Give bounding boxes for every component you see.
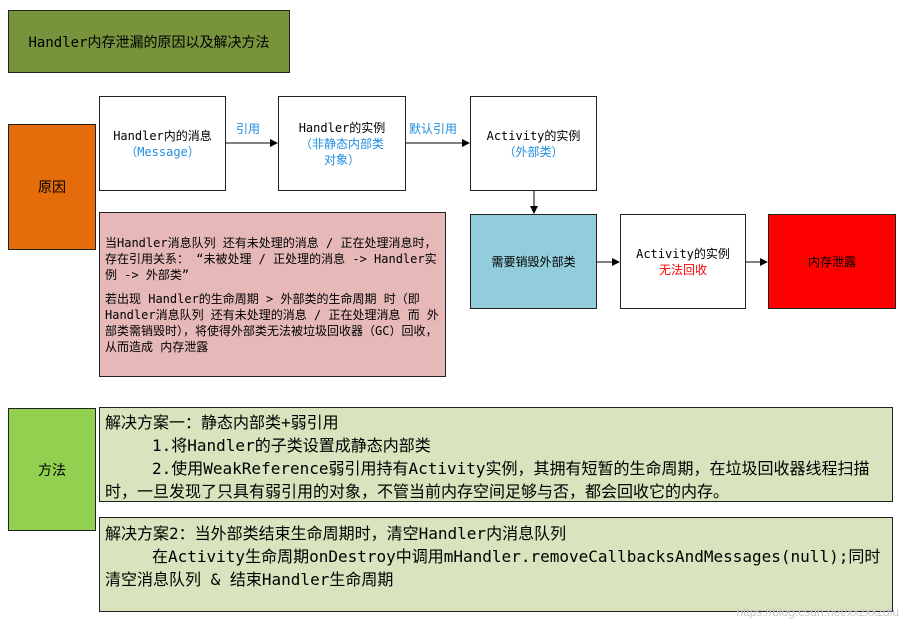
node-destroy: 需要销毁外部类 <box>470 214 597 309</box>
node-activity-line2: （外部类） <box>503 144 564 159</box>
node-activity: Activity的实例 （外部类） <box>470 96 597 191</box>
solution-one-item2: 2.使用WeakReference弱引用持有Activity实例，其拥有短暂的生… <box>105 459 870 501</box>
node-destroy-text: 需要销毁外部类 <box>491 254 576 269</box>
node-activity-not-recycled: Activity的实例 无法回收 <box>620 214 746 309</box>
solution-two-body: 在Activity生命周期onDestroy中调用mHandler.remove… <box>105 547 881 589</box>
node-message-line1: Handler内的消息 <box>113 128 212 143</box>
node-activity-line1: Activity的实例 <box>486 128 581 143</box>
node-activity2-line1: Activity的实例 <box>636 246 730 261</box>
title-box: Handler内存泄漏的原因以及解决方法 <box>8 10 290 73</box>
edge-label-default-reference: 默认引用 <box>409 122 458 136</box>
solution-two: 解决方案2：当外部类结束生命周期时，清空Handler内消息队列 在Activi… <box>99 517 893 612</box>
node-activity2-line2: 无法回收 <box>658 262 707 277</box>
reason-note-p2: 若出现 Handler的生命周期 > 外部类的生命周期 时（即 Handler消… <box>105 292 439 354</box>
method-label: 方法 <box>38 462 66 479</box>
solution-two-title: 解决方案2：当外部类结束生命周期时，清空Handler内消息队列 <box>105 524 567 543</box>
node-handler-line2: （非静态内部类对象） <box>299 136 384 167</box>
reason-note: 当Handler消息队列 还有未处理的消息 / 正在处理消息时，存在引用关系： … <box>99 212 446 377</box>
solution-one-item1: 1.将Handler的子类设置成静态内部类 <box>152 436 431 455</box>
node-message: Handler内的消息 （Message） <box>99 96 226 191</box>
diagram-title: Handler内存泄漏的原因以及解决方法 <box>28 34 270 51</box>
solution-one-title: 解决方案一：静态内部类+弱引用 <box>105 413 339 432</box>
reason-note-p1: 当Handler消息队列 还有未处理的消息 / 正在处理消息时，存在引用关系： … <box>105 236 437 282</box>
reason-label: 原因 <box>38 180 66 196</box>
node-memory-leak-text: 内存泄露 <box>807 254 856 269</box>
node-memory-leak: 内存泄露 <box>768 214 896 309</box>
reason-label-box: 原因 <box>8 124 96 250</box>
method-label-box: 方法 <box>8 408 96 531</box>
edge-label-reference: 引用 <box>236 122 261 136</box>
watermark: https://blog.csdn.net/xxzxxzdlu <box>736 605 899 619</box>
node-handler-line1: Handler的实例 <box>298 120 386 135</box>
node-handler: Handler的实例 （非静态内部类对象） <box>278 96 406 191</box>
node-message-line2: （Message） <box>125 144 200 159</box>
solution-one: 解决方案一：静态内部类+弱引用 1.将Handler的子类设置成静态内部类 2.… <box>99 407 893 502</box>
